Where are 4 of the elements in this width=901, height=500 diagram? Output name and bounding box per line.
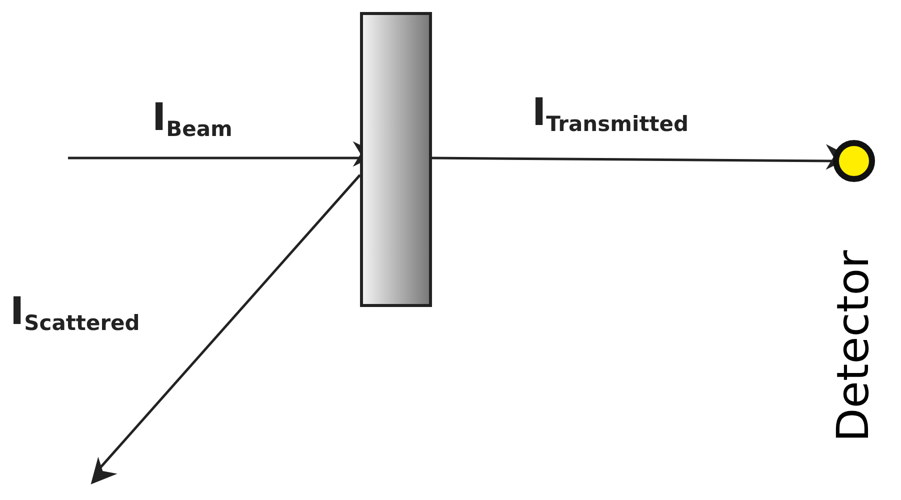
sample-slab: [360, 12, 432, 307]
detector-label: Detector: [832, 250, 876, 442]
arrow: [90, 174, 361, 484]
detector-circle: [833, 140, 875, 182]
